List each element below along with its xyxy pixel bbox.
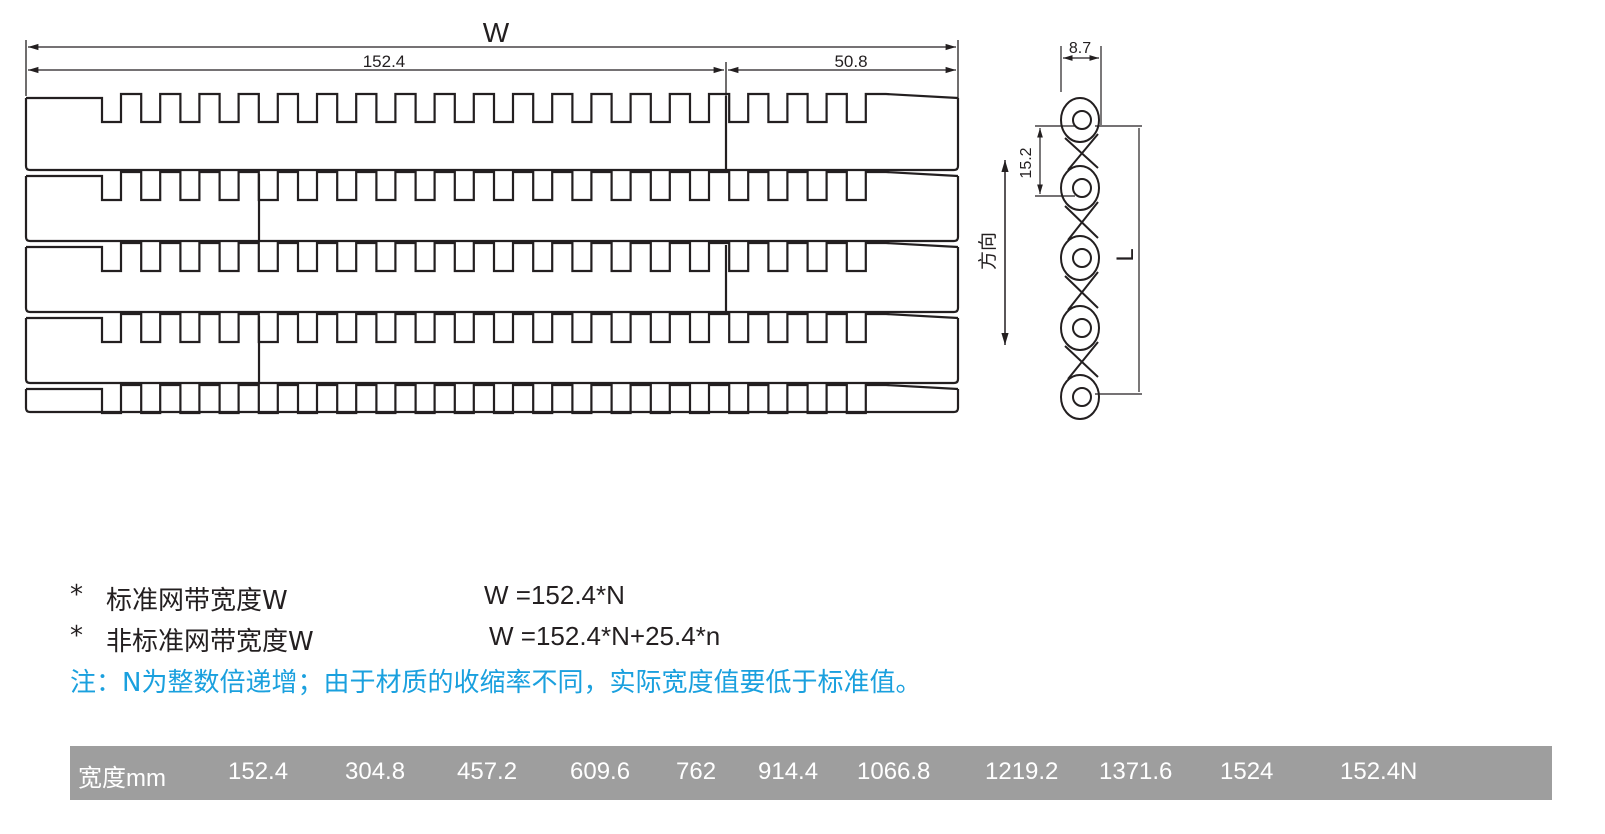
hinge-pin [1072,110,1092,130]
width-value: 1524 [1220,758,1274,785]
width-value: 152.4 [228,758,289,785]
width-value: 762 [676,758,717,785]
link-hinge [1060,235,1100,281]
side-view [1001,46,1142,420]
hinge-pin [1072,248,1092,268]
remark-text: 注：N为整数倍递增；由于材质的收缩率不同，实际宽度值要低于标准值。 [70,668,922,698]
width-value: 304.8 [345,758,406,785]
width-value: 1066.8 [857,758,931,785]
width-dimension [25,40,959,122]
width-table: 宽度mm 152.4 304.8 457.2 609.6 762 914.4 1… [70,746,1552,800]
note-formula: W =152.4*N [484,580,625,610]
thickness-label: 8.7 [1069,40,1091,57]
note-marker: * [70,621,83,651]
belt-row-edge [26,170,959,202]
belt-row-edge [26,312,959,344]
pitch-label: 15.2 [1018,147,1035,178]
hinge-pin [1072,178,1092,198]
belt-row-outline [24,98,960,172]
belt-row-outline [24,318,960,385]
link-body [1064,201,1099,241]
belt-row-edge [26,383,959,415]
belt-row-outline [24,176,960,243]
hinge-pin [1072,387,1092,407]
segment-a-label: 152.4 [363,52,406,71]
hinge-pin [1072,318,1092,338]
width-table-header: 宽度mm [78,765,166,792]
link-hinge [1060,97,1100,143]
note-label: 非标准网带宽度W [106,627,314,657]
note-marker: * [70,580,83,610]
length-label: L [1112,248,1139,261]
link-body [1064,341,1099,380]
link-body [1064,133,1099,171]
width-label: W [483,17,510,48]
note-label: 标准网带宽度W [106,586,288,616]
width-value: 1219.2 [985,758,1059,785]
note-formula: W =152.4*N+25.4*n [489,621,721,651]
width-value: 457.2 [457,758,518,785]
link-body [1064,271,1099,311]
belt-row-outline [24,247,960,314]
width-value: 609.6 [570,758,631,785]
width-value: 152.4N [1340,758,1418,785]
direction-label: 方向 [977,232,999,270]
link-hinge [1060,165,1100,211]
belt-row-edge [26,241,959,273]
link-hinge [1060,374,1100,420]
segment-b-label: 50.8 [834,52,867,71]
belt-modules [24,92,960,415]
width-value: 1371.6 [1099,758,1173,785]
belt-row-outline [24,389,960,414]
link-hinge [1060,305,1100,351]
width-value: 914.4 [758,758,819,785]
belt-row-edge [26,92,959,124]
